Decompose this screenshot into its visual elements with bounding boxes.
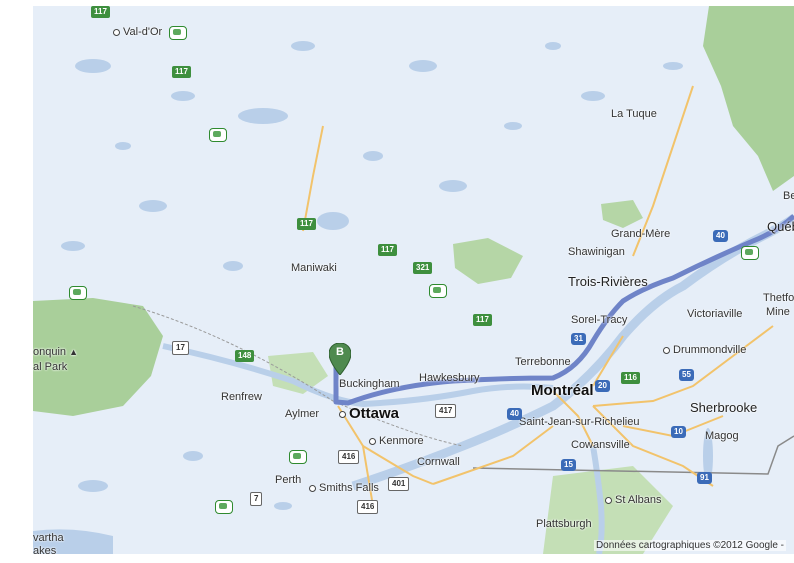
park-area-mauricie [601, 200, 643, 228]
place-label: Thetfo [763, 292, 794, 304]
place-label: Plattsburgh [536, 518, 592, 530]
place-label: Hawkesbury [419, 372, 480, 384]
copyright-notice: Données cartographiques ©2012 Google - [593, 540, 786, 551]
route-shield: 55 [679, 369, 694, 381]
place-label: La Tuque [611, 108, 657, 120]
place-label: Québ [767, 219, 794, 234]
place-label: Ottawa [339, 405, 399, 422]
route-shield: 417 [435, 404, 457, 418]
place-dot-icon [369, 437, 376, 445]
place-label: Trois-Rivières [568, 274, 648, 289]
park-icon [289, 450, 307, 464]
place-label: Shawinigan [568, 246, 625, 258]
park-icon [429, 284, 447, 298]
park-area-algonquin [33, 298, 163, 416]
place-label: Magog [705, 430, 739, 442]
route-shield: 10 [671, 426, 686, 438]
place-label: Victoriaville [687, 308, 743, 320]
place-label: Renfrew [221, 391, 262, 403]
map-pin-icon [329, 343, 351, 375]
place-label: akes [33, 545, 57, 554]
park-area-south [268, 352, 328, 394]
park-icon [209, 128, 227, 142]
place-dot-icon [663, 346, 670, 354]
route-shield: 91 [697, 472, 712, 484]
route-shield: 117 [297, 218, 316, 230]
place-label: Smiths Falls [309, 482, 379, 494]
place-label: Cowansville [571, 439, 630, 451]
park-area-adirondack [543, 466, 673, 554]
peak-icon: ▲ [69, 347, 79, 357]
route-shield: 20 [595, 380, 610, 392]
place-dot-icon [309, 484, 316, 492]
place-label: Aylmer [285, 408, 320, 420]
place-label: Val-d'Or [113, 26, 162, 38]
route-shield: 40 [713, 230, 728, 242]
route-shield: 117 [91, 6, 110, 18]
highways [302, 85, 774, 507]
route-shield: 416 [357, 500, 379, 514]
route-shield: 117 [172, 66, 191, 78]
route-shield: 117 [473, 314, 492, 326]
place-dot-icon [605, 496, 612, 504]
park-icon [741, 246, 759, 260]
map-canvas [33, 6, 794, 554]
place-dot-icon [113, 28, 120, 36]
route-path [333, 214, 794, 406]
route-shield: 17 [172, 341, 189, 355]
country-border [472, 435, 794, 475]
place-label: Perth [275, 474, 302, 486]
park-icon [215, 500, 233, 514]
place-dot-icon [339, 410, 346, 418]
place-label: Sherbrooke [690, 400, 758, 415]
place-label: Bea [783, 190, 794, 202]
park-icon [169, 26, 187, 40]
route-shield: 416 [338, 450, 360, 464]
route-shield: 116 [621, 372, 640, 384]
route-shield: 15 [561, 459, 576, 471]
place-label: Buckingham [339, 378, 400, 390]
park-area-east [703, 6, 794, 191]
place-label: Cornwall [417, 456, 460, 468]
place-label: Kenmore [369, 435, 424, 447]
place-label: Grand-Mère [611, 228, 671, 240]
route-shield: 401 [388, 477, 410, 491]
place-label: vartha [33, 532, 64, 544]
park-icon [69, 286, 87, 300]
map-view[interactable]: Val-d'Or La Tuque Grand-Mère Shawinigan … [33, 6, 794, 554]
ottawa-river [162, 343, 554, 408]
park-area-laurentides [453, 238, 523, 284]
route-shield: 321 [413, 262, 433, 274]
route-shield: 148 [235, 350, 255, 362]
destination-marker[interactable]: B [329, 343, 351, 375]
place-label: St Albans [605, 494, 661, 506]
route-shield: 40 [507, 408, 522, 420]
place-label: Terrebonne [515, 356, 571, 368]
place-label: onquin ▲ [33, 346, 79, 358]
place-label: Montréal [531, 382, 594, 399]
place-label: Maniwaki [291, 262, 337, 274]
route-shield: 31 [571, 333, 586, 345]
lakes [61, 41, 713, 510]
route-shield: 117 [378, 244, 397, 256]
lake-ontario [33, 529, 113, 554]
place-label: Sorel-Tracy [571, 314, 628, 326]
place-label: al Park [33, 361, 68, 373]
place-label: Mine [766, 306, 790, 318]
place-label: Drummondville [663, 344, 746, 356]
place-label: Saint-Jean-sur-Richelieu [519, 416, 640, 428]
route-shield: 7 [250, 492, 263, 506]
marker-letter: B [336, 346, 344, 358]
